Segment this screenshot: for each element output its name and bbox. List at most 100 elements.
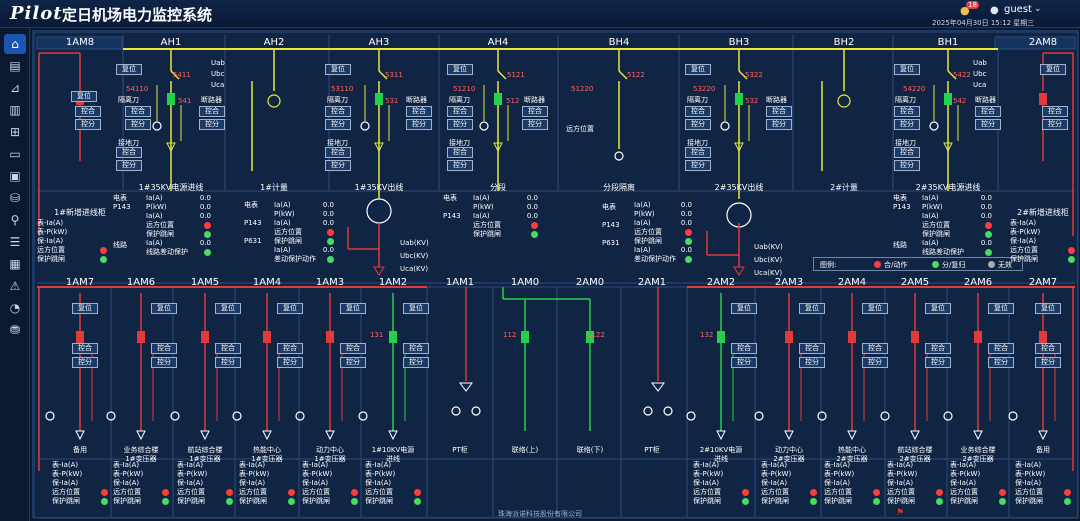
reset-button[interactable]: 复位	[1040, 64, 1066, 75]
close-control-button[interactable]: 控合	[894, 147, 920, 158]
close-control-button[interactable]: 控合	[925, 343, 951, 354]
open-control-button[interactable]: 控分	[406, 119, 432, 130]
doc-icon[interactable]: ▦	[9, 257, 21, 271]
close-control-button[interactable]: 控合	[199, 106, 225, 117]
alarm-icon[interactable]: ⚠	[9, 279, 21, 293]
table-row: Ia(A)0.0	[146, 212, 211, 221]
reset-button[interactable]: 复位	[447, 64, 473, 75]
report-icon[interactable]: ▤	[9, 59, 21, 73]
close-control-button[interactable]: 控合	[894, 106, 920, 117]
breaker-code: 5122	[627, 71, 645, 79]
close-control-button[interactable]: 控合	[1042, 106, 1068, 117]
close-control-button[interactable]: 控合	[1035, 343, 1061, 354]
reset-button[interactable]: 复位	[151, 303, 177, 314]
open-control-button[interactable]: 控分	[151, 357, 177, 368]
table-row: 表-Ia(A)	[824, 461, 880, 470]
close-control-button[interactable]: 控合	[522, 106, 548, 117]
close-control-button[interactable]: 控合	[799, 343, 825, 354]
database-icon[interactable]: ⛃	[9, 323, 21, 337]
open-control-button[interactable]: 控分	[894, 160, 920, 171]
close-control-button[interactable]: 控合	[325, 106, 351, 117]
grid-icon[interactable]: ⊞	[9, 125, 21, 139]
reset-button[interactable]: 复位	[340, 303, 366, 314]
close-control-button[interactable]: 控合	[975, 106, 1001, 117]
close-control-button[interactable]: 控合	[685, 147, 711, 158]
open-control-button[interactable]: 控分	[522, 119, 548, 130]
close-control-button[interactable]: 控合	[403, 343, 429, 354]
close-control-button[interactable]: 控合	[988, 343, 1014, 354]
open-control-button[interactable]: 控分	[277, 357, 303, 368]
open-control-button[interactable]: 控分	[199, 119, 225, 130]
open-control-button[interactable]: 控分	[925, 357, 951, 368]
reset-button[interactable]: 复位	[894, 64, 920, 75]
chevron-down-icon[interactable]: ⌄	[1034, 4, 1042, 14]
breaker-code: 132	[700, 331, 714, 339]
close-control-button[interactable]: 控合	[125, 106, 151, 117]
gauge-icon[interactable]: ◔	[9, 301, 21, 315]
open-control-button[interactable]: 控分	[766, 119, 792, 130]
close-control-button[interactable]: 控合	[325, 147, 351, 158]
display-icon[interactable]: ▭	[9, 147, 21, 161]
close-control-button[interactable]: 控合	[406, 106, 432, 117]
open-control-button[interactable]: 控分	[1035, 357, 1061, 368]
reset-button[interactable]: 复位	[988, 303, 1014, 314]
reset-button[interactable]: 复位	[71, 91, 97, 102]
close-control-button[interactable]: 控合	[116, 147, 142, 158]
open-control-button[interactable]: 控分	[447, 160, 473, 171]
chart-icon[interactable]: ▥	[9, 103, 21, 117]
list-icon[interactable]: ☰	[9, 235, 21, 249]
isolator-switch	[497, 70, 507, 80]
open-control-button[interactable]: 控分	[799, 357, 825, 368]
reset-button[interactable]: 复位	[403, 303, 429, 314]
search-icon[interactable]: ⚲	[10, 213, 20, 227]
open-control-button[interactable]: 控分	[116, 160, 142, 171]
reset-button[interactable]: 复位	[72, 303, 98, 314]
reset-button[interactable]: 复位	[731, 303, 757, 314]
reset-button[interactable]: 复位	[862, 303, 888, 314]
bell-icon[interactable]: ●	[960, 4, 970, 17]
reset-button[interactable]: 复位	[116, 64, 142, 75]
close-control-button[interactable]: 控合	[447, 147, 473, 158]
reset-button[interactable]: 复位	[685, 64, 711, 75]
reset-button[interactable]: 复位	[799, 303, 825, 314]
open-control-button[interactable]: 控分	[862, 357, 888, 368]
open-control-button[interactable]: 控分	[1042, 119, 1068, 130]
open-control-button[interactable]: 控分	[975, 119, 1001, 130]
reset-button[interactable]: 复位	[1035, 303, 1061, 314]
close-control-button[interactable]: 控合	[340, 343, 366, 354]
close-control-button[interactable]: 控合	[72, 343, 98, 354]
reset-button[interactable]: 复位	[215, 303, 241, 314]
username[interactable]: guest	[1004, 4, 1032, 15]
screen-icon[interactable]: ▣	[9, 169, 21, 183]
reset-button[interactable]: 复位	[325, 64, 351, 75]
open-control-button[interactable]: 控分	[125, 119, 151, 130]
open-control-button[interactable]: 控分	[685, 119, 711, 130]
close-control-button[interactable]: 控合	[151, 343, 177, 354]
open-control-button[interactable]: 控分	[894, 119, 920, 130]
close-control-button[interactable]: 控合	[277, 343, 303, 354]
monitor-home-icon[interactable]: ⌂	[4, 34, 26, 54]
device-icon[interactable]: ⛁	[9, 191, 21, 205]
open-control-button[interactable]: 控分	[447, 119, 473, 130]
open-control-button[interactable]: 控分	[731, 357, 757, 368]
open-control-button[interactable]: 控分	[988, 357, 1014, 368]
open-control-button[interactable]: 控分	[685, 160, 711, 171]
open-control-button[interactable]: 控分	[403, 357, 429, 368]
open-control-button[interactable]: 控分	[72, 357, 98, 368]
close-control-button[interactable]: 控合	[75, 106, 101, 117]
open-control-button[interactable]: 控分	[325, 119, 351, 130]
close-control-button[interactable]: 控合	[215, 343, 241, 354]
close-control-button[interactable]: 控合	[685, 106, 711, 117]
reset-button[interactable]: 复位	[277, 303, 303, 314]
status-dot-red	[162, 488, 169, 497]
open-control-button[interactable]: 控分	[325, 160, 351, 171]
open-control-button[interactable]: 控分	[340, 357, 366, 368]
close-control-button[interactable]: 控合	[731, 343, 757, 354]
close-control-button[interactable]: 控合	[862, 343, 888, 354]
reset-button[interactable]: 复位	[925, 303, 951, 314]
trend-icon[interactable]: ⊿	[9, 81, 21, 95]
open-control-button[interactable]: 控分	[75, 119, 101, 130]
close-control-button[interactable]: 控合	[447, 106, 473, 117]
open-control-button[interactable]: 控分	[215, 357, 241, 368]
close-control-button[interactable]: 控合	[766, 106, 792, 117]
